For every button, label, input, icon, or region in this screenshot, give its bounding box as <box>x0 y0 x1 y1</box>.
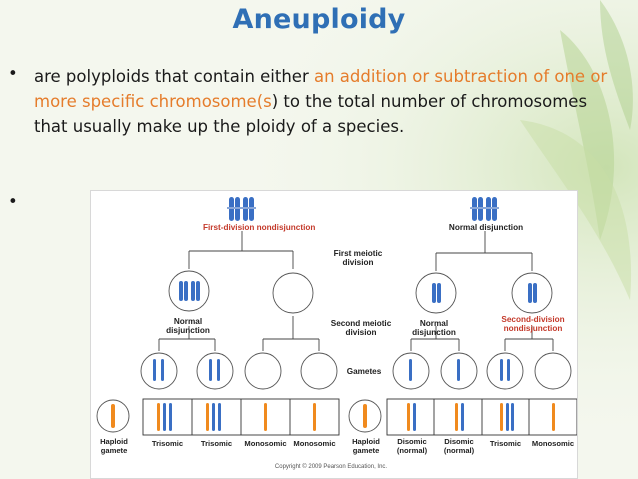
top-chromosome-pair-left <box>227 197 256 221</box>
top-chromosome-pair-right <box>470 197 499 221</box>
bullet-text-plain: are polyploids that contain either <box>34 67 314 86</box>
result-right-3: Trisomic <box>489 439 522 448</box>
copyright-notice: Copyright © 2009 Pearson Education, Inc. <box>274 464 388 470</box>
label-first-meiotic-division: First meiotic division <box>333 249 383 267</box>
bullet-marker: • <box>8 192 18 211</box>
label-first-division-nondisjunction: First-division nondisjunction <box>203 223 316 232</box>
bullet-text-plain-end: ) to the total number of chromosomes tha… <box>34 92 588 136</box>
label-second-meiotic-division: Second meiotic division <box>330 319 392 337</box>
label-haploid-gamete-right: Haploid gamete <box>352 437 380 455</box>
diagram-graphics <box>96 197 577 436</box>
result-right-2: Disomic (normal) <box>443 437 475 455</box>
bullet-text: are polyploids that contain either an ad… <box>34 64 619 139</box>
label-haploid-gamete-left: Haploid gamete <box>100 437 128 455</box>
result-left-4: Monosomic <box>293 439 336 448</box>
bullet-text-highlight: an addition or subtraction of one or mor… <box>34 67 608 111</box>
result-left-3: Monosomic <box>244 439 287 448</box>
label-gametes: Gametes <box>346 367 382 376</box>
nondisjunction-diagram: First-division nondisjunction Normal dis… <box>90 190 578 479</box>
result-left-1: Trisomic <box>151 439 184 448</box>
label-normal-disjunction-top: Normal disjunction <box>448 223 524 232</box>
result-left-2: Trisomic <box>200 439 233 448</box>
slide-title: Aneuploidy <box>232 4 406 35</box>
result-right-4: Monosomic <box>531 439 575 448</box>
bullet-marker: • <box>8 64 18 83</box>
label-normal-disjunction-left: Normal disjunction <box>166 317 210 335</box>
result-right-1: Disomic (normal) <box>396 437 428 455</box>
label-normal-disjunction-right: Normal disjunction <box>412 319 456 337</box>
label-second-division-nondisjunction: Second-division nondisjunction <box>501 315 565 333</box>
